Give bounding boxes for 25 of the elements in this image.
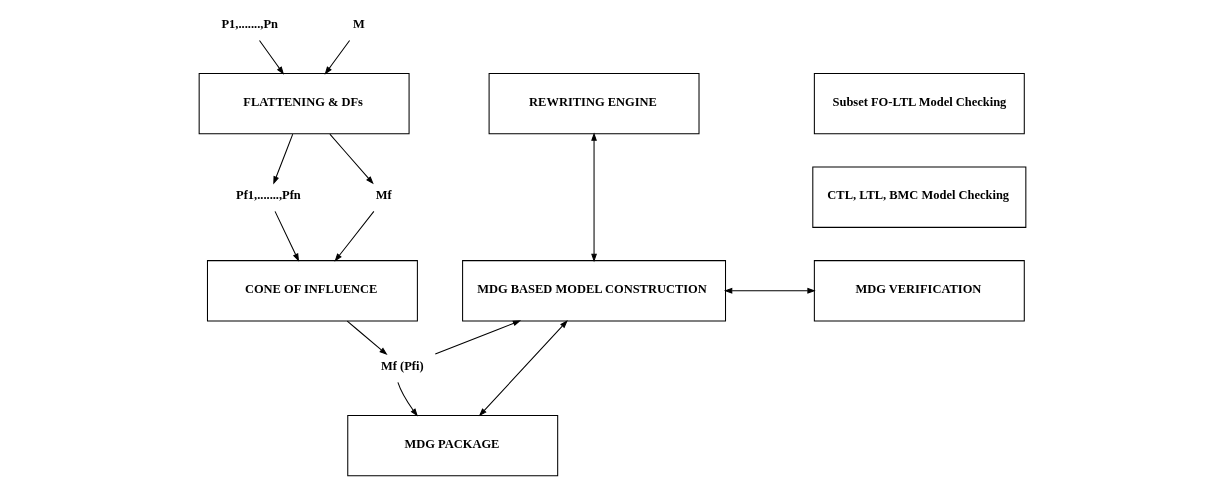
arrow [346, 320, 388, 356]
arrow [274, 210, 299, 262]
arrow [478, 320, 568, 417]
node-text: Pf1,.......,Pfn [235, 188, 301, 203]
arrow [272, 133, 293, 185]
arrow [723, 287, 816, 294]
arrow [434, 320, 521, 355]
arrow [333, 210, 374, 262]
arrow [396, 381, 418, 417]
arrow [328, 133, 374, 185]
node-text: Mf (Pfi) [380, 359, 424, 374]
node-text: P1,.......,Pn [221, 17, 278, 32]
arrow [590, 132, 597, 263]
node-box: MDG BASED MODEL CONSTRUCTION [461, 260, 726, 322]
node-box: CONE OF INFLUENCE [206, 260, 418, 322]
arrow [258, 39, 284, 75]
node-box: MDG PACKAGE [346, 414, 558, 477]
node-box: MDG VERIFICATION [813, 260, 1025, 322]
node-box: FLATTENING & DFs [198, 73, 410, 135]
arrow [324, 39, 350, 75]
node-box: CTL, LTL, BMC Model Checking [811, 166, 1026, 228]
node-box: REWRITING ENGINE [488, 73, 700, 135]
node-text: Mf [375, 188, 392, 203]
node-text: M [352, 17, 365, 32]
node-box: Subset FO-LTL Model Checking [813, 73, 1025, 135]
